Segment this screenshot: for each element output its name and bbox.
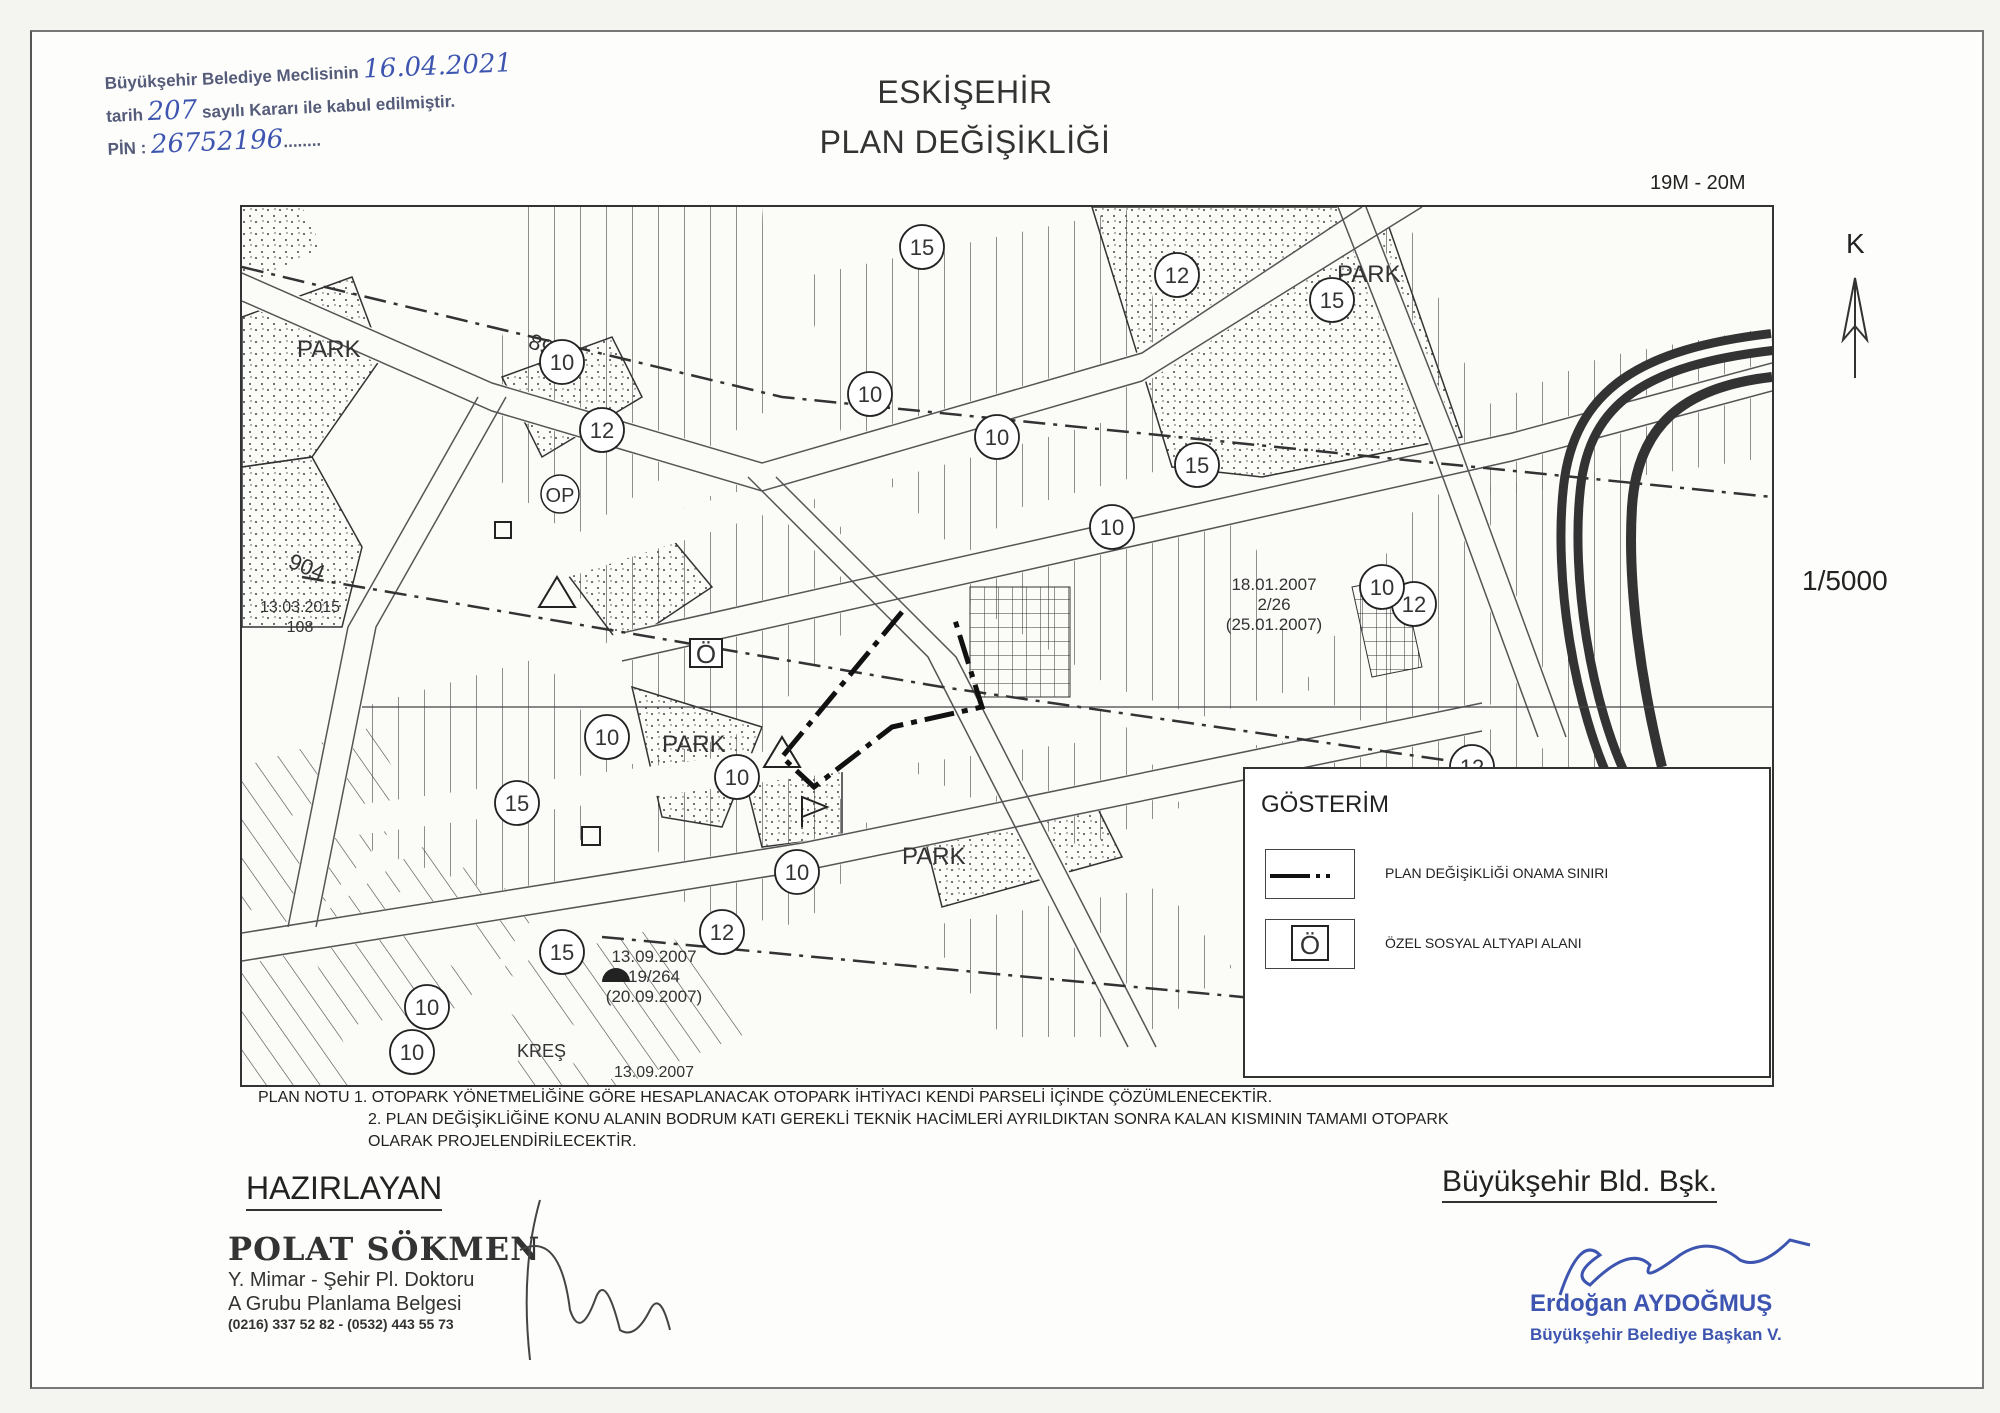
road-width-circle	[774, 849, 820, 895]
road-width-label: 12	[1402, 592, 1426, 617]
map-ozel-symbol: Ö	[696, 639, 716, 669]
planner-signature	[519, 1199, 671, 1361]
date-c-publication: (20.09.2007)	[606, 987, 702, 1006]
mayor-label: Büyükşehir Bld. Bşk.	[1442, 1165, 1718, 1203]
date-b-number: 2/26	[1257, 595, 1290, 614]
road-width-circle	[1089, 504, 1135, 550]
road-width-label: 10	[1370, 575, 1394, 600]
plan-subtitle: PLAN DEĞİŞİKLİĞİ	[819, 124, 1111, 160]
mosque-symbol	[494, 521, 512, 539]
road-width-markers: 1512101015151210101210121010151510121510…	[389, 224, 1495, 1075]
road-width-label: 10	[400, 1040, 424, 1065]
planner-name: POLAT SÖKMEN	[228, 1230, 541, 1268]
plan-note-1: PLAN NOTU 1. OTOPARK YÖNETMELİĞİNE GÖRE …	[258, 1089, 1273, 1106]
mayor-name: Erdoğan AYDOĞMUŞ	[1530, 1290, 1773, 1317]
date-b: 18.01.2007	[1231, 575, 1316, 594]
road-width-circle	[699, 909, 745, 955]
legend-ozel-symbol: Ö	[1300, 930, 1320, 960]
date-d: 13.09.2007	[614, 1064, 694, 1081]
flag-symbol	[801, 795, 830, 827]
road-width-circle	[579, 407, 625, 453]
date-c: 13.09.2007	[611, 947, 696, 966]
date-a-number: 108	[287, 619, 314, 636]
legend-swatch-social: Ö	[1265, 919, 1355, 969]
road-width-label: 15	[1320, 288, 1344, 313]
map-label-kres: KREŞ	[517, 1041, 566, 1061]
date-a: 13.03.2015	[260, 599, 340, 616]
road-width-label: 12	[710, 920, 734, 945]
road-width-circle	[389, 1029, 435, 1075]
dome-symbol	[602, 968, 630, 982]
road-width-label: 10	[1100, 515, 1124, 540]
north-arrow-icon	[1841, 277, 1869, 378]
road-width-label: 15	[550, 940, 574, 965]
road-width-circle	[899, 224, 945, 270]
triangle-symbol-1	[537, 575, 577, 608]
mayor-role: Büyükşehir Belediye Başkan V.	[1530, 1325, 1782, 1344]
road-width-circle	[539, 339, 585, 385]
date-c-number: 19/264	[628, 967, 680, 986]
prepared-by-label: HAZIRLAYAN	[246, 1170, 443, 1211]
triangle-symbol-2	[762, 735, 802, 768]
planner-title-2: A Grubu Planlama Belgesi	[228, 1293, 462, 1315]
road-width-circle	[494, 780, 540, 826]
plan-city-title: ESKİŞEHİR	[877, 74, 1053, 110]
map-label-op: OP	[546, 485, 575, 507]
legend-swatch-boundary	[1265, 849, 1355, 899]
road-width-circle	[847, 371, 893, 417]
mayor-signature	[1558, 1238, 1811, 1296]
planner-title-1: Y. Mimar - Şehir Pl. Doktoru	[228, 1269, 475, 1291]
road-width-label: 10	[985, 425, 1009, 450]
square-symbol	[581, 826, 601, 846]
legend-label-social: ÖZEL SOSYAL ALTYAPI ALANI	[1385, 935, 1582, 951]
planner-stamp: POLAT SÖKMEN Y. Mimar - Şehir Pl. Doktor…	[228, 1230, 540, 1332]
road-width-circle	[1359, 564, 1405, 610]
road-width-circle	[584, 714, 630, 760]
map-label-park-3: PARK	[662, 731, 726, 758]
legend-label-boundary: PLAN DEĞİŞİKLİĞİ ONAMA SINIRI	[1385, 865, 1609, 881]
planner-phone: (0216) 337 52 82 - (0532) 443 55 73	[228, 1316, 454, 1332]
road-width-label: 10	[595, 725, 619, 750]
road-width-label: 10	[858, 382, 882, 407]
road-width-label: 15	[505, 791, 529, 816]
road-width-circle	[539, 929, 585, 975]
road-width-label: 15	[910, 235, 934, 260]
road-width-circle	[714, 754, 760, 800]
sheet-reference: 19M - 20M	[1650, 172, 1746, 194]
plan-note-2a: 2. PLAN DEĞİŞİKLİĞİNE KONU ALANIN BODRUM…	[368, 1111, 1449, 1128]
road-width-label: 10	[725, 765, 749, 790]
road-width-circle	[404, 984, 450, 1030]
map-label-park-1: PARK	[297, 336, 361, 363]
road-width-label: 10	[785, 860, 809, 885]
map-label-park-4: PARK	[902, 843, 966, 870]
plan-notes: PLAN NOTU 1. OTOPARK YÖNETMELİĞİNE GÖRE …	[258, 1087, 1449, 1153]
road-width-circle	[1309, 277, 1355, 323]
legend-title: GÖSTERİM	[1261, 791, 1390, 818]
road-width-label: 10	[550, 350, 574, 375]
date-b-publication: (25.01.2007)	[1226, 615, 1322, 634]
road-width-label: 12	[590, 418, 614, 443]
plan-note-2b: OLARAK PROJELENDİRİLECEKTİR.	[368, 1133, 637, 1150]
legend: GÖSTERİM PLAN DEĞİŞİKLİĞİ ONAMA SINIRI Ö…	[1243, 767, 1771, 1078]
road-width-label: 12	[1165, 263, 1189, 288]
map-scale: 1/5000	[1802, 565, 1888, 596]
north-label: K	[1846, 228, 1865, 259]
road-width-label: 15	[1185, 453, 1209, 478]
road-width-circle	[1154, 252, 1200, 298]
road-width-circle	[974, 414, 1020, 460]
road-width-label: 10	[415, 995, 439, 1020]
road-width-circle	[1174, 442, 1220, 488]
